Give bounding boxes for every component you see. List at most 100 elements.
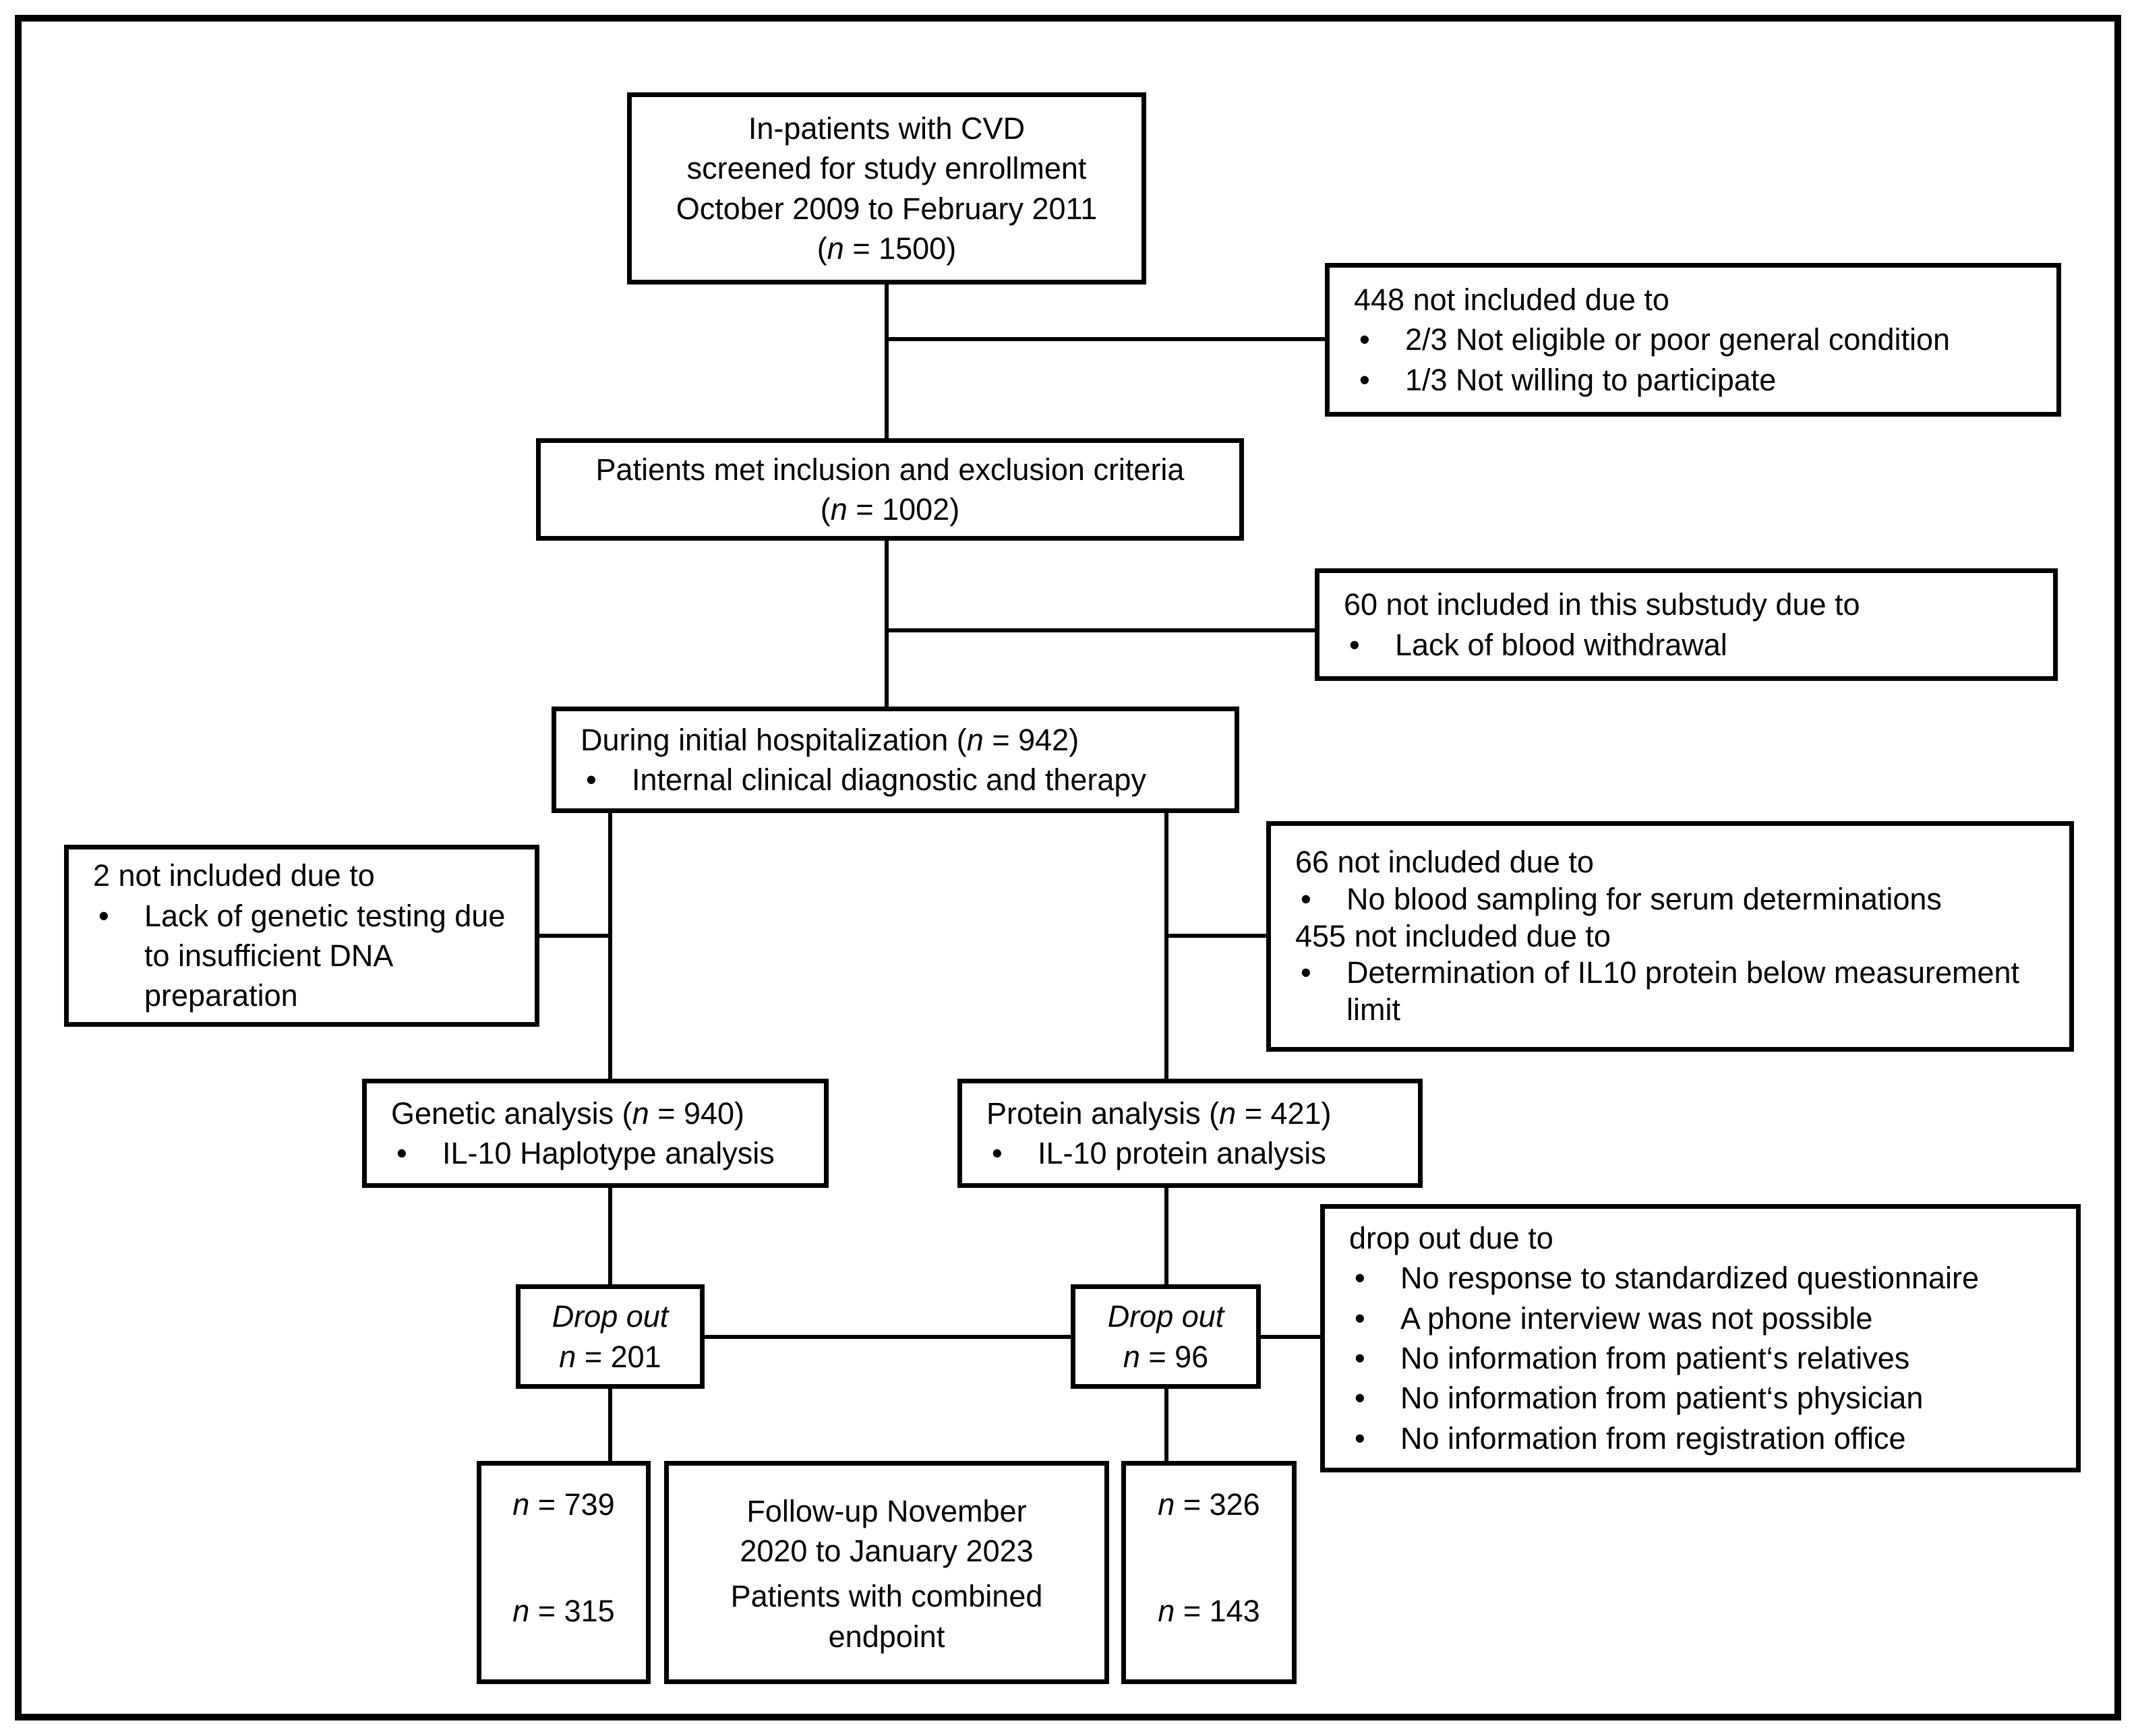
bullet-item: • No response to standardized questionna… xyxy=(1349,1258,2057,1298)
flow-box-dropout-protein: Drop out n = 96 xyxy=(1071,1284,1261,1389)
stage-title: Genetic analysis (n = 940) xyxy=(391,1096,745,1131)
stage-title: During initial hospitalization (n = 942) xyxy=(581,722,1079,757)
bullet-text: Internal clinical diagnostic and therapy xyxy=(632,762,1146,797)
connector-dropout-to-protein-counts xyxy=(1164,1387,1168,1464)
connector-branch-excluded-2 xyxy=(535,934,612,938)
exclusion-title: 448 not included due to xyxy=(1354,282,1669,317)
connector-screening-to-criteria xyxy=(885,282,889,441)
bullet-text: No blood sampling for serum determinatio… xyxy=(1346,881,1942,916)
followup-endpoint: Patients with combined endpoint xyxy=(731,1576,1043,1656)
sample-size: (n = 1500) xyxy=(817,231,957,266)
bullet-text: A phone interview was not possible xyxy=(1400,1300,1873,1336)
exclusion-title: 455 not included due to xyxy=(1295,918,1611,953)
flow-box-hospitalization: During initial hospitalization (n = 942)… xyxy=(552,707,1239,813)
exclusion-title: 66 not included due to xyxy=(1295,844,1594,879)
connector-branch-excluded-66-455 xyxy=(1166,934,1269,938)
flow-box-dropout-reasons: drop out due to • No response to standar… xyxy=(1320,1204,2081,1472)
text-line: screened for study enrollment xyxy=(686,151,1087,186)
bullet-icon: • xyxy=(1355,1261,1365,1296)
dropout-count: n = 201 xyxy=(559,1339,661,1374)
dropout-label: Drop out xyxy=(1107,1299,1224,1334)
exclusion-title: 2 not included due to xyxy=(93,858,375,893)
bullet-text: IL-10 protein analysis xyxy=(1038,1136,1326,1170)
bullet-item: • No information from registration offic… xyxy=(1349,1418,2057,1458)
bullet-item: • Internal clinical diagnostic and thera… xyxy=(581,760,1216,800)
bullet-text: No information from patient‘s physician xyxy=(1400,1381,1924,1416)
bullet-icon: • xyxy=(1301,881,1311,916)
connector-dropout-left-right xyxy=(703,1335,1073,1339)
flow-box-genetic-analysis: Genetic analysis (n = 940) • IL-10 Haplo… xyxy=(362,1079,829,1188)
bullet-item: • Determination of IL10 protein below me… xyxy=(1295,955,2050,1029)
connector-dropout-to-genetic-counts xyxy=(608,1387,612,1464)
bullet-icon: • xyxy=(1359,362,1370,397)
count-line: n = 143 xyxy=(1158,1593,1260,1628)
bullet-icon: • xyxy=(98,898,109,933)
text-line: Follow-up November xyxy=(746,1494,1027,1528)
bullet-text: Lack of genetic testing due to insuffici… xyxy=(144,898,506,1013)
bullet-item: • IL-10 Haplotype analysis xyxy=(391,1133,805,1173)
bullet-item: • No information from patient‘s relative… xyxy=(1349,1338,2057,1378)
bullet-icon: • xyxy=(1355,1300,1365,1336)
flow-box-excluded-60: 60 not included in this substudy due to … xyxy=(1315,568,2058,681)
exclusion-title: 60 not included in this substudy due to xyxy=(1344,587,1860,622)
bullet-icon: • xyxy=(992,1136,1003,1170)
connector-protein-to-dropout xyxy=(1164,1185,1168,1287)
bullet-item: • IL-10 protein analysis xyxy=(986,1133,1399,1173)
bullet-item: • Lack of blood withdrawal xyxy=(1344,625,2034,665)
bullet-item: • 1/3 Not willing to participate xyxy=(1354,360,2038,400)
sample-size: (n = 1002) xyxy=(820,492,960,527)
bullet-text: IL-10 Haplotype analysis xyxy=(442,1136,775,1170)
bullet-icon: • xyxy=(1355,1420,1365,1456)
text-line: October 2009 to February 2011 xyxy=(676,191,1098,226)
dropout-count: n = 96 xyxy=(1123,1339,1209,1374)
flow-box-screening: In-patients with CVD screened for study … xyxy=(627,92,1146,285)
text-line: Patients with combined xyxy=(730,1579,1043,1614)
flow-box-protein-analysis: Protein analysis (n = 421) • IL-10 prote… xyxy=(957,1079,1423,1188)
text-line: endpoint xyxy=(828,1619,945,1654)
outer-border xyxy=(15,15,2121,1720)
bullet-icon: • xyxy=(396,1136,407,1170)
exclusion-title: drop out due to xyxy=(1349,1220,1553,1255)
connector-hospitalization-to-protein xyxy=(1164,810,1168,1081)
bullet-icon: • xyxy=(1355,1381,1365,1416)
bullet-item: • Lack of genetic testing due to insuffi… xyxy=(93,896,516,1016)
flow-box-excluded-448: 448 not included due to • 2/3 Not eligib… xyxy=(1325,263,2061,417)
text-line: 2020 to January 2023 xyxy=(740,1534,1034,1569)
connector-branch-excluded-60 xyxy=(885,628,1316,632)
text-line: Patients met inclusion and exclusion cri… xyxy=(595,452,1185,487)
text-line: In-patients with CVD xyxy=(748,111,1026,146)
dropout-label: Drop out xyxy=(552,1299,669,1334)
bullet-item: • No blood sampling for serum determinat… xyxy=(1295,881,2050,918)
bullet-icon: • xyxy=(1359,322,1370,357)
connector-genetic-to-dropout xyxy=(608,1185,612,1287)
bullet-item: • A phone interview was not possible xyxy=(1349,1298,2057,1338)
bullet-icon: • xyxy=(1355,1341,1365,1375)
connector-branch-excluded-448 xyxy=(885,337,1326,341)
flow-box-protein-counts: n = 326 n = 143 xyxy=(1121,1461,1297,1684)
bullet-icon: • xyxy=(1349,627,1360,662)
bullet-text: No information from patient‘s relatives xyxy=(1400,1341,1910,1375)
flow-box-genetic-counts: n = 739 n = 315 xyxy=(477,1461,651,1684)
bullet-text: Lack of blood withdrawal xyxy=(1395,627,1727,662)
bullet-icon: • xyxy=(1301,955,1311,990)
bullet-item: • No information from patient‘s physicia… xyxy=(1349,1378,2057,1418)
connector-criteria-to-hospitalization xyxy=(885,538,889,709)
flow-box-dropout-genetic: Drop out n = 201 xyxy=(516,1284,705,1389)
followup-period: Follow-up November 2020 to January 2023 xyxy=(740,1491,1033,1572)
flow-box-excluded-2: 2 not included due to • Lack of genetic … xyxy=(64,845,539,1027)
bullet-text: No information from registration office xyxy=(1400,1420,1906,1456)
bullet-text: Determination of IL10 protein below meas… xyxy=(1346,955,2020,1027)
stage-title: Protein analysis (n = 421) xyxy=(986,1096,1332,1131)
count-line: n = 739 xyxy=(512,1487,615,1522)
flow-box-excluded-66-455: 66 not included due to • No blood sampli… xyxy=(1266,821,2074,1052)
count-line: n = 326 xyxy=(1158,1487,1260,1522)
bullet-text: 1/3 Not willing to participate xyxy=(1405,362,1777,397)
connector-hospitalization-to-genetic xyxy=(608,810,612,1081)
count-line: n = 315 xyxy=(512,1593,615,1628)
connector-dropout-to-reasons xyxy=(1258,1335,1323,1339)
flow-box-criteria: Patients met inclusion and exclusion cri… xyxy=(536,438,1244,541)
flow-box-followup: Follow-up November 2020 to January 2023 … xyxy=(664,1461,1109,1684)
bullet-item: • 2/3 Not eligible or poor general condi… xyxy=(1354,320,2038,359)
bullet-text: 2/3 Not eligible or poor general conditi… xyxy=(1405,322,1951,357)
